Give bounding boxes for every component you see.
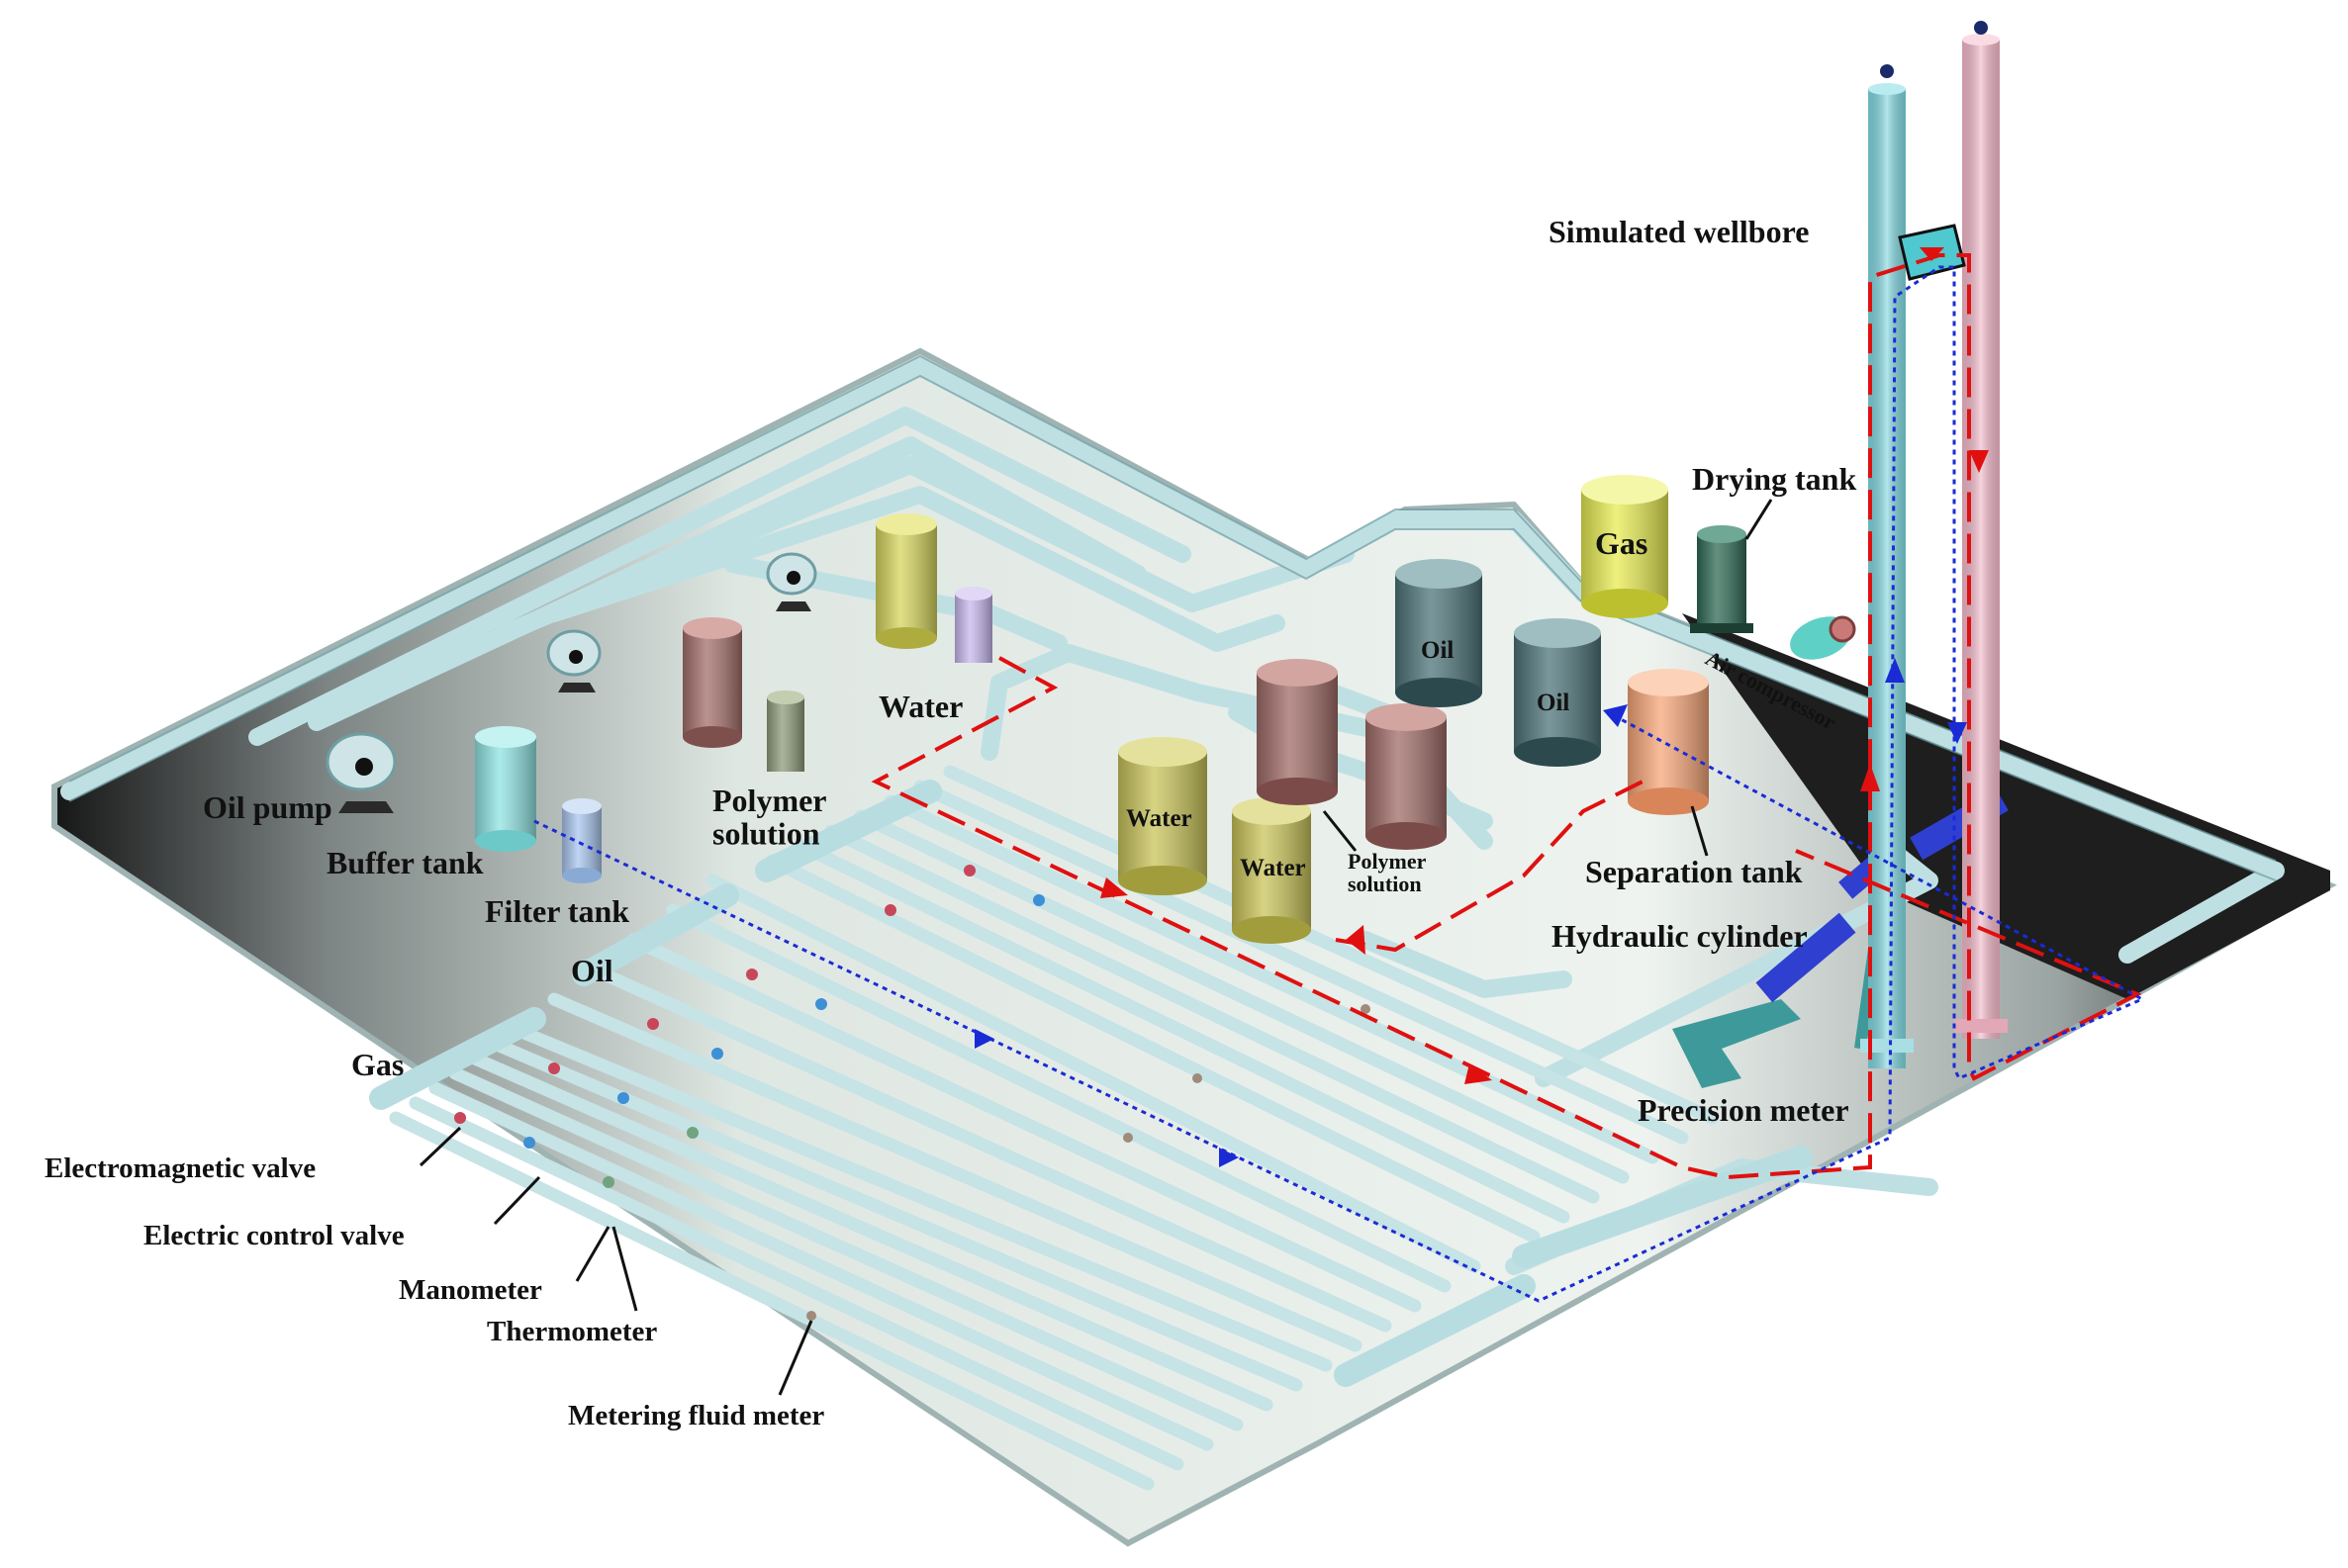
polymer-small-tank	[767, 691, 804, 772]
polymer-tank-1	[1257, 659, 1338, 805]
label-water-tank-1: Water	[1126, 805, 1192, 832]
label-gas-inlet: Gas	[351, 1047, 404, 1082]
label-polymer-solution-2: Polymer solution	[1348, 849, 1432, 896]
label-oil-tank-2: Oil	[1537, 690, 1569, 716]
blue-flow-arrows	[975, 658, 1967, 1167]
gas-tank	[1581, 475, 1668, 618]
air-compressor	[1790, 615, 1856, 660]
water-tank-1	[1118, 737, 1207, 895]
label-simulated-wellbore: Simulated wellbore	[1549, 214, 1809, 249]
sensor-dots	[454, 865, 1370, 1321]
label-water-tank-2: Water	[1240, 855, 1306, 881]
label-precision-meter: Precision meter	[1638, 1092, 1849, 1128]
wellbore-window	[1898, 224, 1966, 281]
label-water-top: Water	[879, 689, 963, 724]
red-flow-path	[871, 253, 2142, 1180]
label-polymer-solution-1-text: Polymer	[712, 783, 826, 818]
polymer-tank-2	[1365, 703, 1447, 850]
labels: Simulated wellbore Drying tank Gas Air c…	[45, 214, 1856, 1431]
blue-flow-path	[533, 265, 2146, 1303]
oil-pump	[326, 732, 397, 813]
label-oil-inlet: Oil	[571, 953, 613, 988]
water-tank-top	[876, 513, 937, 649]
label-thermometer: Thermometer	[487, 1316, 657, 1347]
label-oil-pump: Oil pump	[203, 789, 332, 825]
label-filter-tank: Filter tank	[485, 893, 629, 929]
metering-pipe-manifolds	[369, 780, 1813, 1387]
wellbore-blue	[1860, 64, 1914, 1068]
oil-tank-2	[1514, 618, 1601, 767]
wellbore-pink	[1954, 21, 2008, 1039]
pump-2	[546, 629, 602, 692]
drying-tank	[1690, 525, 1753, 633]
label-gas-tank: Gas	[1595, 525, 1647, 561]
label-oil-tank-1: Oil	[1421, 637, 1454, 664]
label-electromagnetic-valve: Electromagnetic valve	[45, 1153, 316, 1184]
polymer-tank-left	[683, 617, 742, 748]
label-polymer-solution-1-text-line-2: solution	[712, 816, 820, 852]
label-separation-tank: Separation tank	[1585, 854, 1803, 889]
label-polymer-solution-2-text-line-2: solution	[1348, 872, 1422, 896]
label-drying-tank: Drying tank	[1692, 461, 1856, 497]
filter-tank	[562, 798, 602, 883]
oil-tank-1	[1395, 559, 1482, 707]
separation-tank	[1628, 669, 1709, 815]
label-polymer-solution-2-text: Polymer	[1348, 849, 1427, 874]
label-buffer-tank: Buffer tank	[327, 845, 484, 880]
water-tank-2	[1232, 797, 1311, 944]
label-metering-fluid-meter: Metering fluid meter	[568, 1400, 824, 1431]
leader-lines	[419, 499, 1773, 1396]
label-electric-control-valve: Electric control valve	[143, 1220, 405, 1251]
pump-3	[766, 552, 817, 611]
label-manometer: Manometer	[399, 1274, 542, 1306]
water-small-tank-top	[955, 587, 992, 663]
label-hydraulic-cylinder: Hydraulic cylinder	[1551, 918, 1808, 954]
red-flow-arrows	[1100, 450, 1989, 1084]
label-polymer-solution-1: Polymer solution	[712, 783, 834, 852]
buffer-tank	[475, 726, 536, 852]
